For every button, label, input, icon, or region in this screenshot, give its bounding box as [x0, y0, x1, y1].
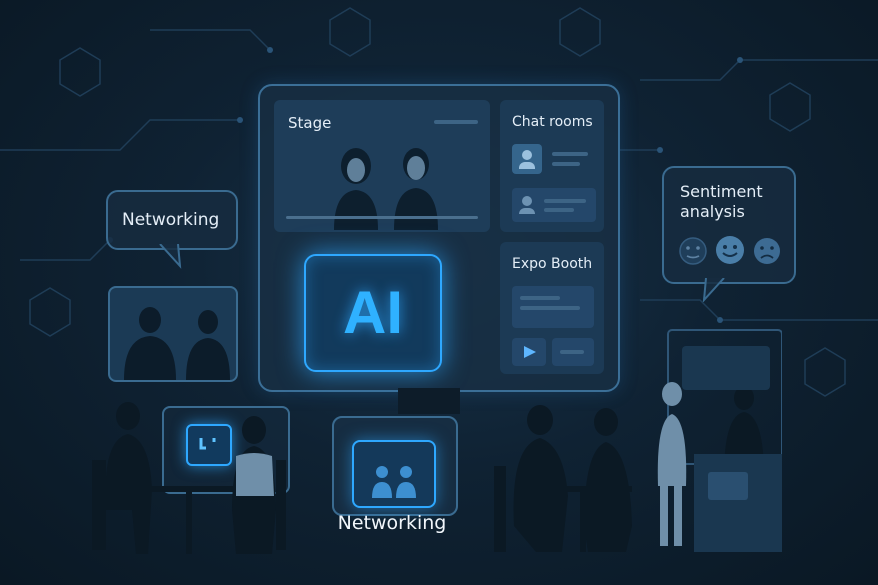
networking-speech-bubble: Networking [106, 190, 238, 250]
expo-booth-label: Expo Booth [512, 256, 593, 272]
networking-device[interactable] [332, 416, 458, 516]
stage-label: Stage [288, 114, 332, 132]
video-play-button[interactable] [512, 338, 546, 366]
conversation-illustration [124, 307, 230, 380]
stage-speakers-illustration [334, 148, 438, 230]
sentiment-analysis-bubble: Sentiment analysis [662, 166, 796, 284]
chat-rooms-area[interactable]: Chat rooms [500, 100, 604, 232]
ai-label: AI [343, 279, 403, 346]
booth-content-card [512, 286, 594, 328]
stage-floor [286, 216, 478, 219]
play-icon [524, 346, 536, 358]
networking-top-label: Networking [122, 210, 220, 230]
sentiment-bubble-tail [702, 278, 725, 302]
stage-area[interactable]: Stage [274, 100, 490, 232]
main-event-screen: Stage Chat rooms [258, 84, 620, 392]
neutral-face-icon [679, 237, 707, 265]
sentiment-label-line2: analysis [680, 202, 745, 221]
screen-stand [398, 388, 460, 414]
user-icon [522, 196, 532, 206]
video-info-card [552, 338, 594, 366]
networking-video-card[interactable] [108, 286, 238, 382]
sentiment-label-line1: Sentiment [680, 182, 763, 201]
message-icon [199, 438, 216, 450]
booth-meeting-illustration [494, 329, 782, 552]
stage-status-bar [434, 120, 478, 124]
ai-box[interactable]: AI [304, 254, 442, 372]
networking-bubble-tail [159, 244, 182, 269]
chat-room-item[interactable] [512, 144, 596, 176]
networking-bottom-label: Networking [337, 512, 447, 534]
happy-face-icon [716, 236, 744, 264]
user-avatar-icon [512, 144, 542, 174]
expo-booth-area[interactable]: Expo Booth [500, 242, 604, 374]
sad-face-icon [754, 238, 780, 264]
meeting-people-illustration [92, 402, 286, 554]
group-video-box[interactable] [352, 440, 436, 508]
chat-rooms-label: Chat rooms [512, 114, 593, 130]
chat-bubble-icon[interactable] [186, 424, 232, 466]
chat-room-item[interactable] [512, 188, 596, 222]
group-users-icon [372, 466, 416, 498]
